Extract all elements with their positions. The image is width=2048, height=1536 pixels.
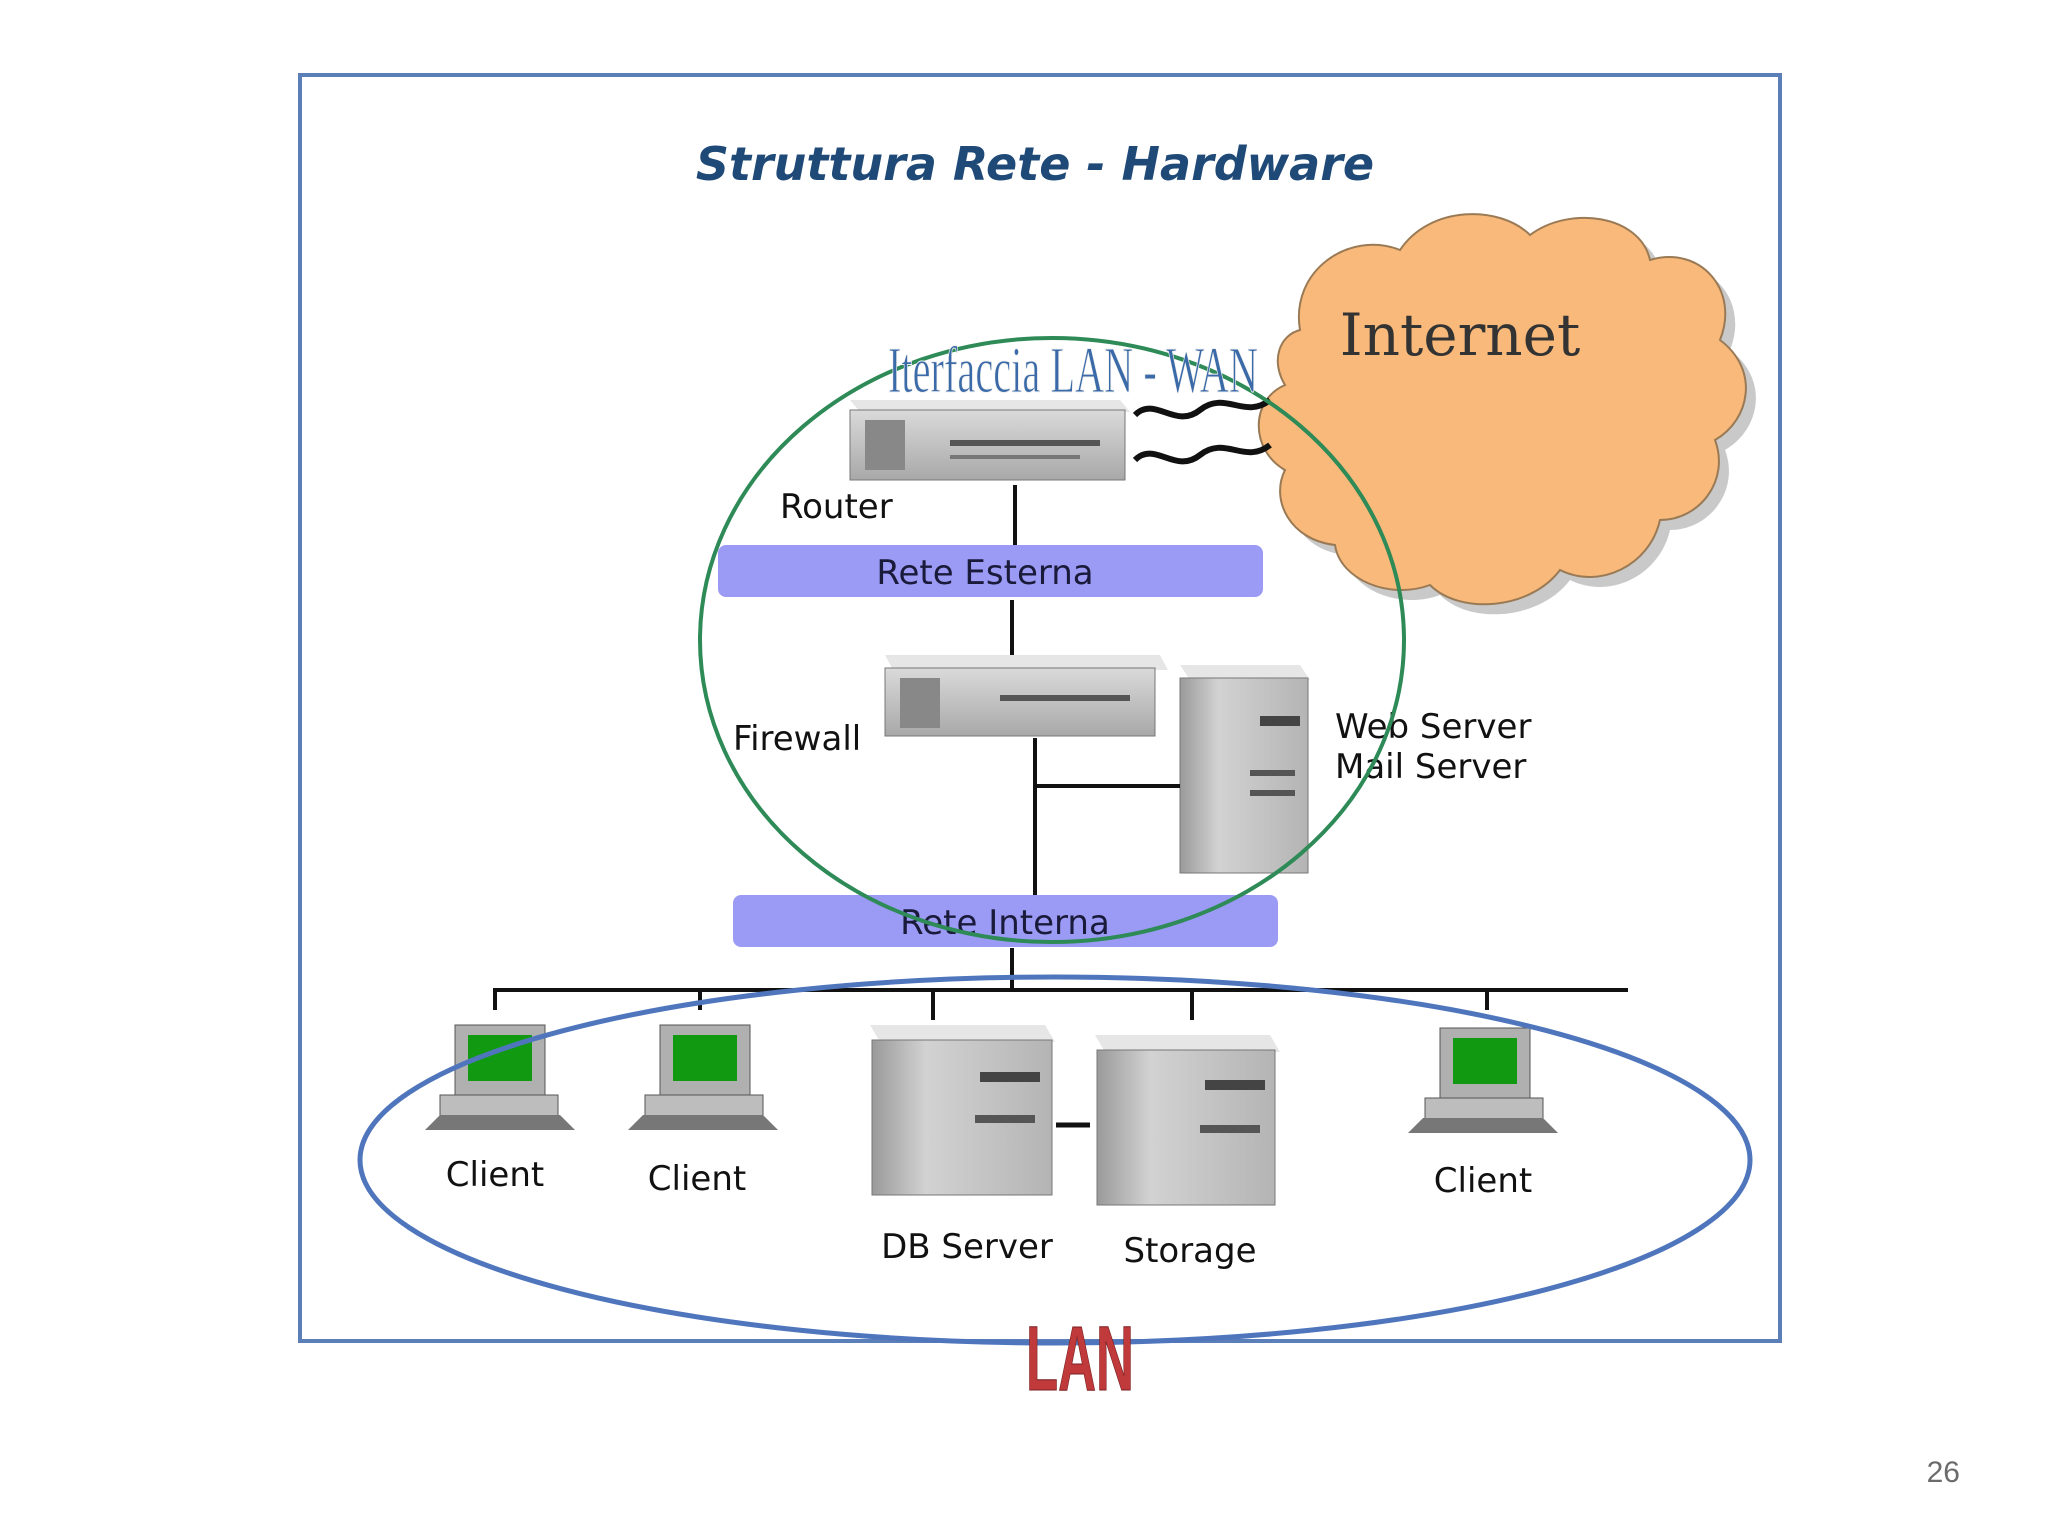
firewall-device	[884, 655, 1168, 737]
db-server-label: DB Server	[881, 1227, 1053, 1267]
client-3-label: Client	[1434, 1161, 1532, 1201]
storage-device	[1095, 1035, 1280, 1206]
wan-link	[1132, 397, 1272, 420]
wan-link-2	[1132, 442, 1272, 465]
router-label: Router	[780, 487, 893, 527]
internet-cloud	[1257, 213, 1756, 615]
firewall-label: Firewall	[733, 719, 861, 759]
client-2-device	[628, 1024, 778, 1130]
client-2-label: Client	[648, 1159, 746, 1199]
lan-ellipse	[357, 974, 1753, 1346]
lan-wan-ellipse	[698, 336, 1406, 944]
lan-wan-annotation: Iterfaccia LAN - WAN	[888, 334, 1258, 407]
bus-external-label: Rete Esterna	[876, 553, 1093, 593]
bus-external	[718, 545, 1263, 597]
web-server-label: Web Server	[1335, 707, 1531, 747]
db-server-device	[870, 1025, 1055, 1196]
client-1-device	[425, 1024, 575, 1130]
mail-server-label: Mail Server	[1335, 747, 1526, 787]
slide-title: Struttura Rete - Hardware	[696, 137, 1374, 191]
client-3-device	[1408, 1027, 1558, 1133]
page-number: 26	[1926, 1456, 1960, 1489]
web-server-device	[1179, 665, 1310, 874]
client-1-label: Client	[446, 1155, 544, 1195]
lan-annotation: LAN	[1026, 1308, 1134, 1410]
internet-label: Internet	[1340, 301, 1581, 369]
router-device	[849, 400, 1130, 481]
storage-label: Storage	[1123, 1231, 1256, 1271]
